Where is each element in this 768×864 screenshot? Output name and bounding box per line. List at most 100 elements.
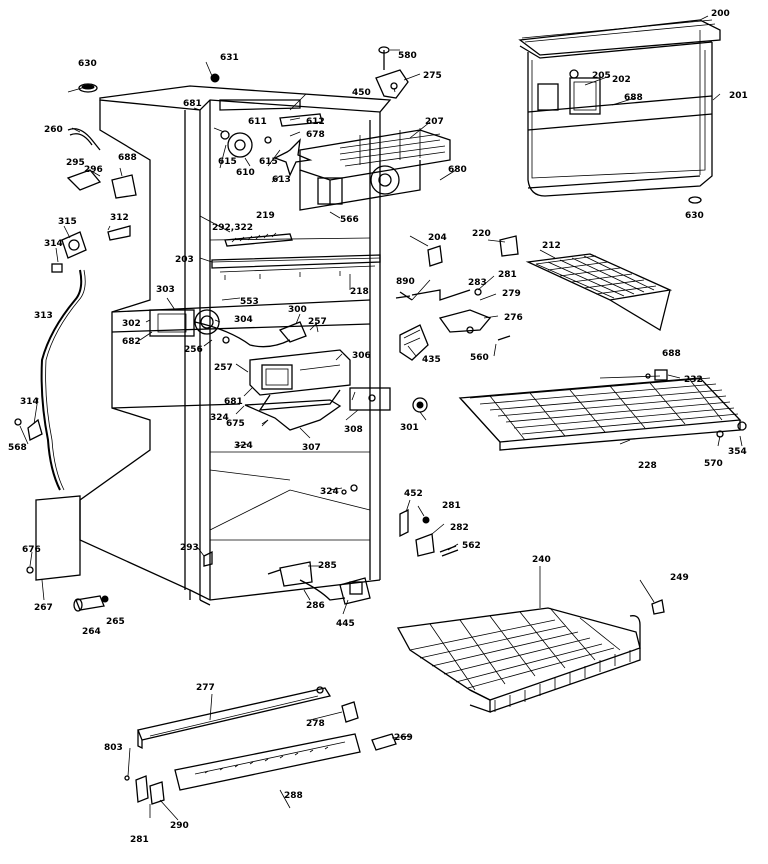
label-267: 267 (34, 603, 53, 613)
control-housing (244, 324, 429, 431)
left-side-parts (14, 83, 137, 612)
label-580: 580 (398, 51, 417, 61)
label-293: 293 (180, 543, 199, 553)
label-212: 212 (542, 241, 561, 251)
label-240: 240 (532, 555, 551, 565)
label-615-b: 615 (259, 157, 278, 167)
label-688-a: 688 (624, 93, 643, 103)
label-277: 277 (196, 683, 215, 693)
main-shelf-228 (458, 369, 747, 451)
label-568: 568 (8, 443, 27, 453)
label-279: 279 (502, 289, 521, 299)
label-312: 312 (110, 213, 129, 223)
label-680: 680 (448, 165, 467, 175)
label-445: 445 (336, 619, 355, 629)
upper-shelf-212 (525, 253, 673, 332)
label-303: 303 (156, 285, 175, 295)
label-566: 566 (340, 215, 359, 225)
label-256: 256 (184, 345, 203, 355)
label-288: 288 (284, 791, 303, 801)
label-257-a: 257 (308, 317, 327, 327)
label-610: 610 (236, 168, 255, 178)
label-281-c: 281 (130, 835, 149, 845)
fan-assembly (219, 99, 323, 177)
label-688-c: 688 (662, 349, 681, 359)
label-307: 307 (302, 443, 321, 453)
label-286: 286 (306, 601, 325, 611)
label-630-a: 630 (78, 59, 97, 69)
label-203: 203 (175, 255, 194, 265)
label-220: 220 (472, 229, 491, 239)
label-219: 219 (256, 211, 275, 221)
label-228: 228 (638, 461, 657, 471)
label-681-b: 681 (224, 397, 243, 407)
label-560: 560 (470, 353, 489, 363)
label-285: 285 (318, 561, 337, 571)
label-324-c: 324 (320, 487, 339, 497)
label-630-b: 630 (685, 211, 704, 221)
label-324-a: 324 (210, 413, 229, 423)
label-314-b: 314 (20, 397, 39, 407)
label-611: 611 (248, 117, 267, 127)
label-296: 296 (84, 165, 103, 175)
label-570: 570 (704, 459, 723, 469)
label-207: 207 (425, 117, 444, 127)
label-260: 260 (44, 125, 63, 135)
label-313: 313 (34, 311, 53, 321)
label-682: 682 (122, 337, 141, 347)
label-613: 613 (272, 175, 291, 185)
label-615-a: 615 (218, 157, 237, 167)
label-295: 295 (66, 158, 85, 168)
label-257-b: 257 (214, 363, 233, 373)
label-678: 678 (306, 130, 325, 140)
label-232: 232 (684, 375, 703, 385)
label-204: 204 (428, 233, 447, 243)
label-803: 803 (104, 743, 123, 753)
lower-hardware (203, 484, 459, 605)
small-clip-630 (688, 196, 702, 204)
label-283: 283 (468, 278, 487, 288)
label-265: 265 (106, 617, 125, 627)
label-676: 676 (22, 545, 41, 555)
label-292-322: 292,322 (212, 223, 253, 233)
label-276: 276 (504, 313, 523, 323)
leader-lines (19, 15, 743, 821)
label-301: 301 (400, 423, 419, 433)
hinge-parts (210, 46, 409, 99)
label-612: 612 (306, 117, 325, 127)
label-264: 264 (82, 627, 101, 637)
label-205: 205 (592, 71, 611, 81)
evaporator-assembly (299, 128, 451, 211)
label-282: 282 (450, 523, 469, 533)
label-308: 308 (344, 425, 363, 435)
label-450: 450 (352, 88, 371, 98)
door-panel (518, 19, 721, 197)
label-202: 202 (612, 75, 631, 85)
crisper-hardware (395, 235, 519, 341)
label-306: 306 (352, 351, 371, 361)
label-354: 354 (728, 447, 747, 457)
label-304: 304 (234, 315, 253, 325)
label-302: 302 (122, 319, 141, 329)
label-681-a: 681 (183, 99, 202, 109)
label-314-a: 314 (44, 239, 63, 249)
label-281-a: 281 (498, 270, 517, 280)
label-324-b: 324 (234, 441, 253, 451)
label-675: 675 (226, 419, 245, 429)
bottom-rails (124, 686, 397, 805)
label-200: 200 (711, 9, 730, 19)
label-631: 631 (220, 53, 239, 63)
label-435: 435 (422, 355, 441, 365)
label-201: 201 (729, 91, 748, 101)
cabinet-body (79, 85, 392, 606)
label-562: 562 (462, 541, 481, 551)
label-688-b: 688 (118, 153, 137, 163)
label-290: 290 (170, 821, 189, 831)
crisper-basket-240 (396, 599, 665, 713)
label-890: 890 (396, 277, 415, 287)
label-315: 315 (58, 217, 77, 227)
label-269: 269 (394, 733, 413, 743)
label-281-b: 281 (442, 501, 461, 511)
callout-labels: 200 201 202 205 688 630 630 631 580 275 … (8, 9, 748, 845)
